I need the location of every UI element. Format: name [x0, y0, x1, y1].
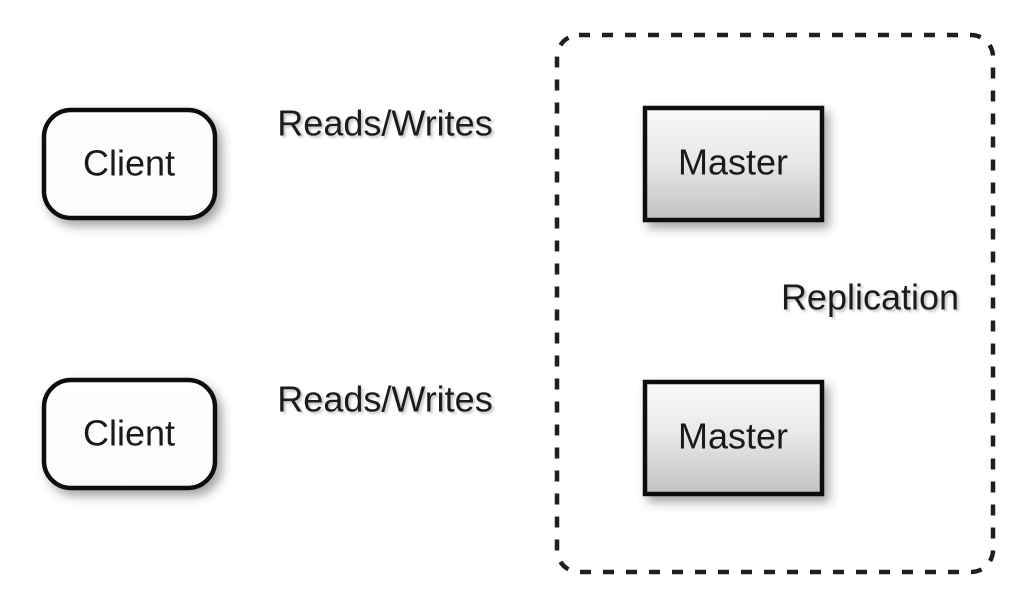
master-top-label: Master: [678, 142, 788, 183]
edge-client-top-to-master-top: Reads/Writes: [216, 103, 643, 179]
master-top-box[interactable]: [642, 105, 825, 223]
client-bottom-label: Client: [83, 413, 175, 454]
cluster-boundary-outline: [554, 32, 996, 575]
replication-cluster-boundary: [554, 32, 996, 575]
node-client-top[interactable]: Client: [41, 107, 218, 221]
client-top-box[interactable]: [41, 107, 218, 221]
client-bottom-box[interactable]: [41, 377, 218, 491]
master-bottom-label: Master: [678, 416, 788, 457]
edge-master-replication: Replication: [719, 225, 959, 379]
master-bottom-box[interactable]: [642, 379, 825, 497]
edge-label-reads-writes-bottom: Reads/Writes: [277, 379, 492, 420]
client-top-label: Client: [83, 143, 175, 184]
node-client-bottom[interactable]: Client: [41, 377, 218, 491]
node-master-bottom[interactable]: Master: [642, 379, 825, 497]
edge-label-reads-writes-top: Reads/Writes: [277, 103, 492, 144]
edge-label-replication: Replication: [781, 277, 959, 318]
node-master-top[interactable]: Master: [642, 105, 825, 223]
edge-client-bottom-to-master-bottom: Reads/Writes: [216, 379, 643, 453]
